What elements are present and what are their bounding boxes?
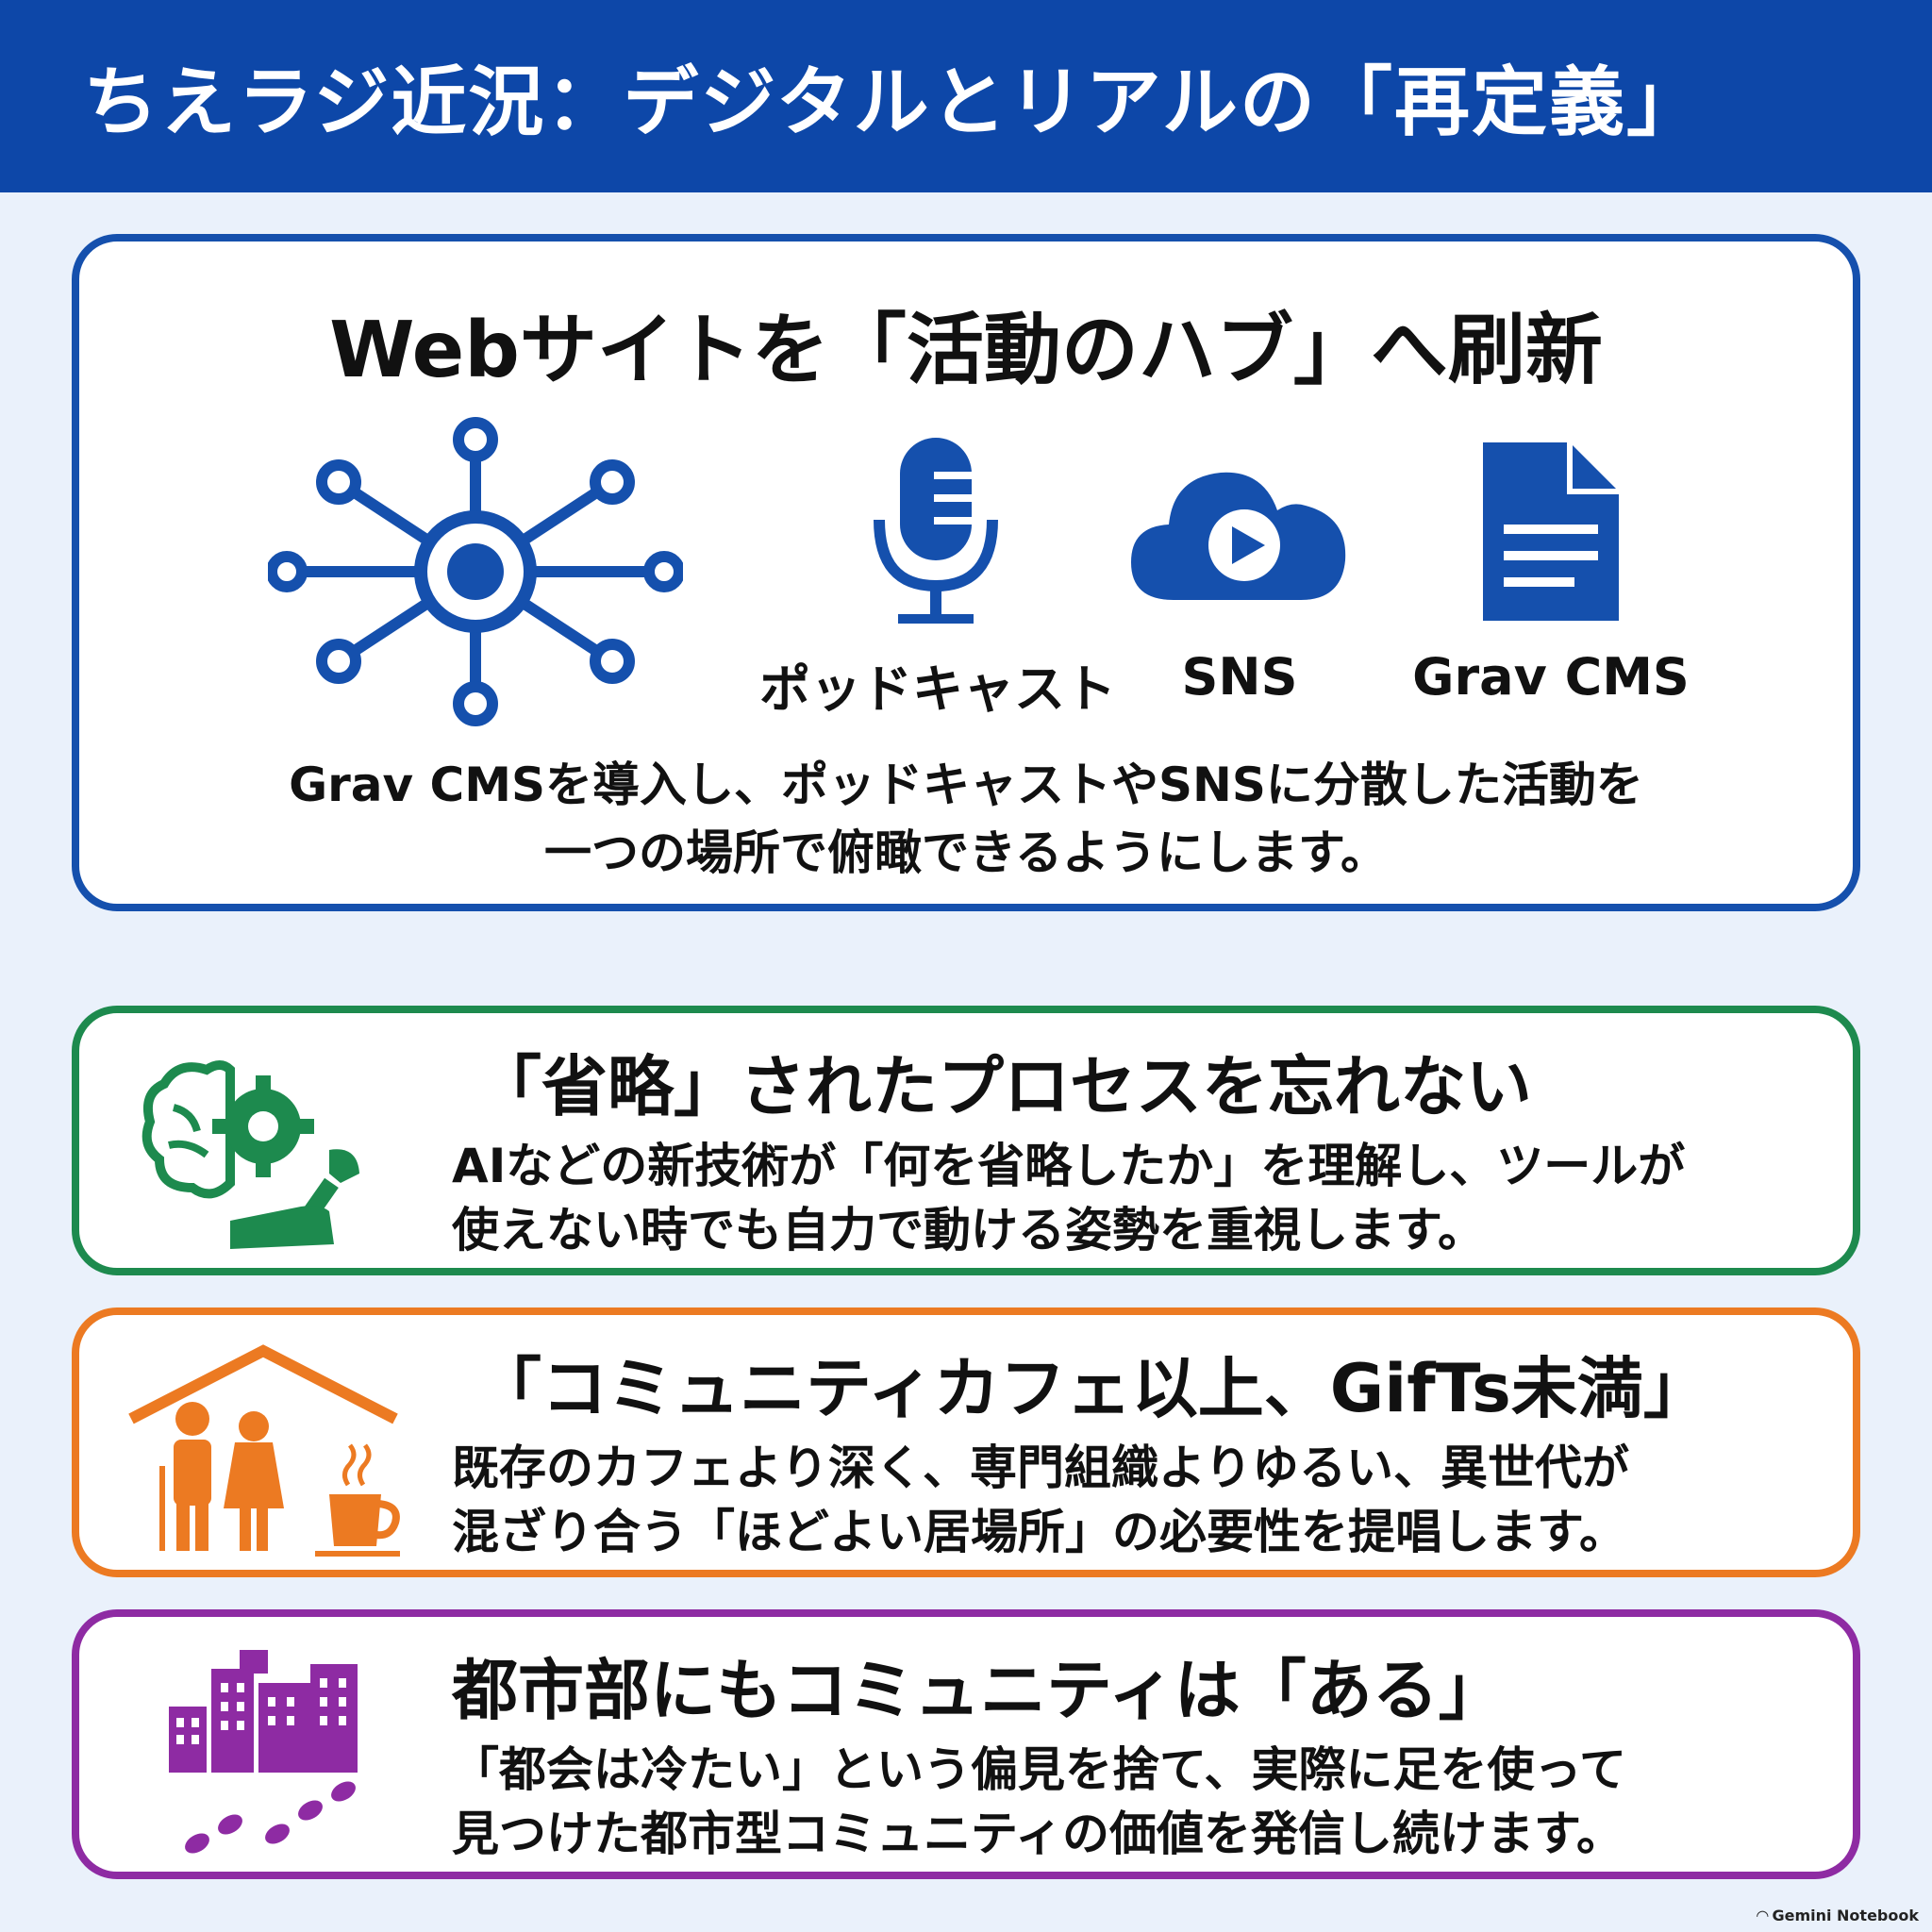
header-bar: ちえラジ近況：デジタルとリアルの「再定義」	[0, 0, 1932, 192]
feature-desc-line2: 見つけた都市型コミュニティの価値を発信し続けます。	[452, 1807, 1624, 1861]
city-footprints-icon	[169, 1650, 358, 1854]
page-title: ちえラジ近況：デジタルとリアルの「再定義」	[83, 58, 1704, 146]
feature-desc-line1: 既存のカフェより深く、専門組織よりゆるい、異世代が	[452, 1441, 1629, 1495]
hub-description: Grav CMSを導入し、ポッドキャストやSNSに分散した活動を 一つの場所で俯…	[79, 751, 1853, 887]
sns-label: SNS	[1181, 647, 1298, 707]
feature-card-process: 「省略」されたプロセスを忘れない AIなどの新技術が「何を省略したか」を理解し、…	[72, 1006, 1860, 1275]
feature-desc-line2: 混ざり合う「ほどよい居場所」の必要性を提唱します。	[452, 1505, 1626, 1559]
hub-desc-line2: 一つの場所で俯瞰できるようにします。	[544, 825, 1388, 880]
hub-desc-line1: Grav CMSを導入し、ポッドキャストやSNSに分散した活動を	[289, 758, 1643, 812]
feature-desc-process: AIなどの新技術が「何を省略したか」を理解し、ツールが 使えない時でも自力で動け…	[452, 1134, 1685, 1262]
brain-gear-wrench-icon	[142, 1060, 359, 1249]
feature-desc-line2: 使えない時でも自力で動ける姿勢を重視します。	[452, 1203, 1485, 1257]
podcast-label: ポッドキャスト	[759, 659, 1116, 719]
feature-title-process: 「省略」されたプロセスを忘れない	[475, 1048, 1532, 1125]
watermark: ◠ Gemini Notebook	[1757, 1907, 1919, 1924]
feature-title-urban: 都市部にもコミュニティは「ある」	[452, 1652, 1505, 1729]
gemini-logo-icon: ◠	[1757, 1907, 1769, 1924]
house-people-coffee-icon	[128, 1344, 400, 1557]
feature-desc-urban: 「都会は冷たい」という偏見を捨て、実際に足を使って 見つけた都市型コミュニティの…	[452, 1738, 1626, 1866]
feature-desc-line1: 「都会は冷たい」という偏見を捨て、実際に足を使って	[452, 1742, 1626, 1797]
feature-title-cafe: 「コミュニティカフェ以上、GifTs未満」	[475, 1350, 1709, 1427]
grav-cms-label: Grav CMS	[1412, 647, 1690, 707]
network-hub-icon	[268, 417, 683, 726]
cloud-play-icon	[1131, 472, 1346, 600]
watermark-text: Gemini Notebook	[1772, 1907, 1919, 1924]
document-icon	[1483, 442, 1619, 621]
feature-desc-line1: AIなどの新技術が「何を省略したか」を理解し、ツールが	[452, 1139, 1686, 1193]
hub-title: Webサイトを「活動のハブ」へ刷新	[329, 306, 1603, 395]
feature-card-urban: 都市部にもコミュニティは「ある」 「都会は冷たい」という偏見を捨て、実際に足を使…	[72, 1609, 1860, 1879]
microphone-icon	[874, 438, 998, 624]
feature-desc-cafe: 既存のカフェより深く、専門組織よりゆるい、異世代が 混ざり合う「ほどよい居場所」…	[452, 1436, 1629, 1564]
hub-card: Webサイトを「活動のハブ」へ刷新	[72, 234, 1860, 911]
feature-card-cafe: 「コミュニティカフェ以上、GifTs未満」 既存のカフェより深く、専門組織よりゆ…	[72, 1307, 1860, 1577]
